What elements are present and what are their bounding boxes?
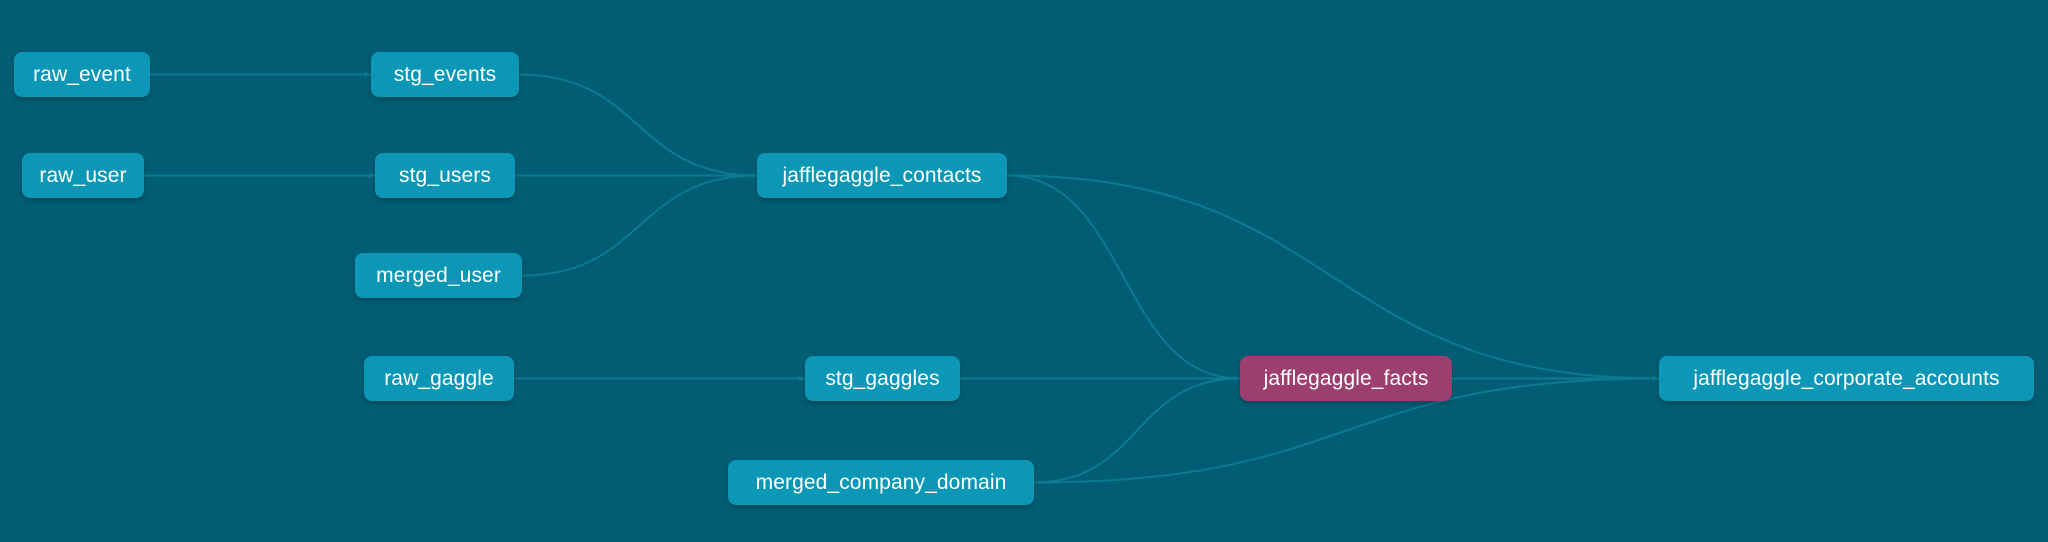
dag-node-label: jafflegaggle_corporate_accounts	[1693, 367, 2000, 390]
dag-node-label: merged_company_domain	[755, 471, 1007, 494]
dag-node-label: stg_users	[399, 164, 491, 187]
dag-node-label: stg_gaggles	[825, 367, 940, 390]
dag-node-label: jafflegaggle_contacts	[782, 164, 982, 187]
dag-edge-jafflegaggle_contacts-to-jafflegaggle_facts	[1006, 174, 1241, 380]
dag-node-jafflegaggle_contacts[interactable]: jafflegaggle_contacts	[757, 153, 1007, 198]
dag-node-stg_events[interactable]: stg_events	[371, 52, 519, 97]
dag-node-label: stg_events	[393, 63, 497, 86]
dag-node-label: raw_gaggle	[384, 367, 494, 390]
dag-node-label: merged_user	[376, 264, 501, 287]
dag-node-jafflegaggle_facts[interactable]: jafflegaggle_facts	[1240, 356, 1452, 401]
dag-node-label: raw_event	[33, 63, 131, 86]
dag-node-label: raw_user	[39, 164, 127, 187]
dag-node-raw_event[interactable]: raw_event	[14, 52, 150, 97]
dag-node-stg_users[interactable]: stg_users	[375, 153, 515, 198]
dag-node-raw_gaggle[interactable]: raw_gaggle	[364, 356, 514, 401]
dag-node-merged_user[interactable]: merged_user	[355, 253, 522, 298]
dag-node-raw_user[interactable]: raw_user	[22, 153, 144, 198]
dag-edge-jafflegaggle_contacts-to-jafflegaggle_corporate_accounts	[1006, 174, 1660, 380]
dag-edge-merged_user-to-jafflegaggle_contacts	[521, 174, 758, 277]
dag-node-stg_gaggles[interactable]: stg_gaggles	[805, 356, 960, 401]
dag-node-label: jafflegaggle_facts	[1263, 367, 1429, 390]
dag-node-merged_company_domain[interactable]: merged_company_domain	[728, 460, 1034, 505]
dag-edge-stg_events-to-jafflegaggle_contacts	[518, 73, 758, 177]
dag-node-jafflegaggle_corporate_accounts[interactable]: jafflegaggle_corporate_accounts	[1659, 356, 2034, 401]
dag-edge-merged_company_domain-to-jafflegaggle_facts	[1033, 377, 1241, 484]
